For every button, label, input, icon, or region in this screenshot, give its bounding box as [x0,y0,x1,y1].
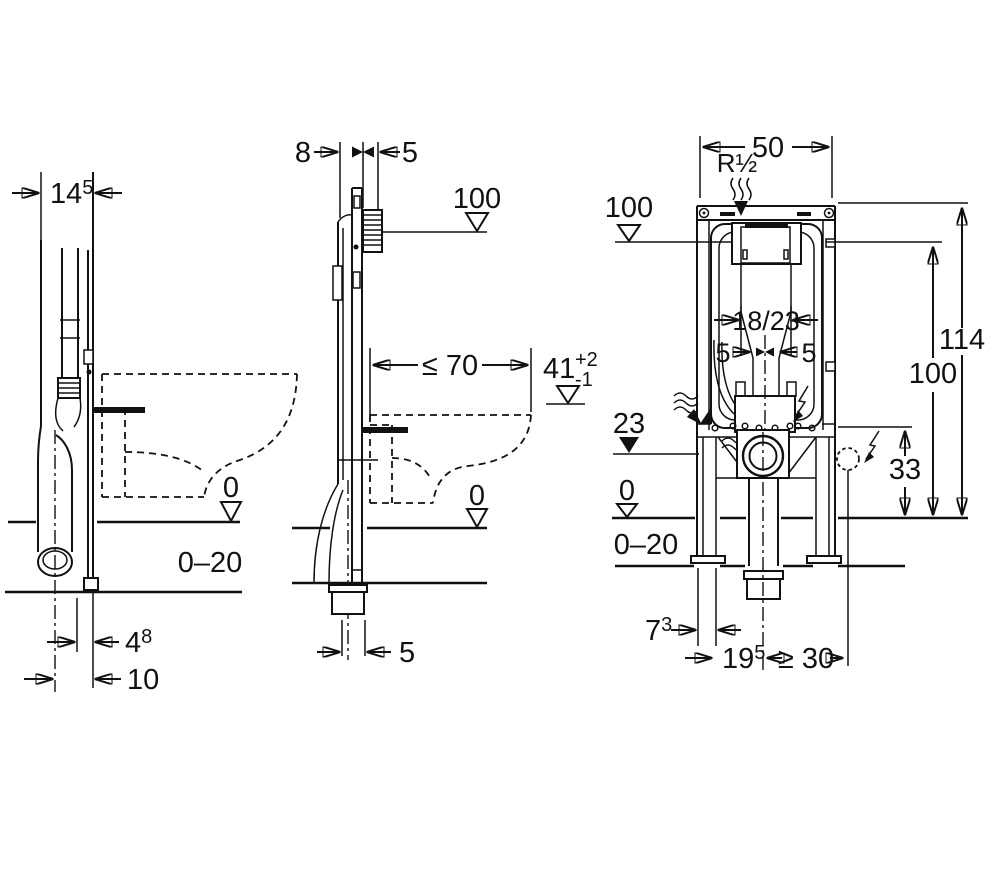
middle-side-view: 8 5 100 ≤ 70 [292,137,598,669]
dim-bottom: 73 195 ≥ 30 [645,568,843,675]
drain-pipe [743,432,784,670]
frame-and-pipes [37,172,145,692]
level-triangle-icon [219,501,243,524]
level-triangle-icon [465,508,489,530]
base-assembly [697,422,835,479]
actuation-level-marker: 100 [605,192,731,243]
dim-offset-label: 10 [127,664,159,696]
dim-five-left-label: 5 [715,338,730,368]
frame-legs [690,437,842,564]
dim-rail-depth: 8 5 [295,137,418,218]
floor-lines [5,520,242,594]
right-front-view: 50 R½ [605,132,985,675]
water-connection: R½ [717,148,757,216]
power-connection-icon [793,385,809,422]
water-connection-label: R½ [717,148,757,178]
floor-range-label: 0–20 [178,547,243,579]
toilet-bowl-outline [101,373,298,498]
level-100-label: 100 [453,183,501,215]
floor-lines [292,526,487,585]
dim-frame-height-label: 100 [909,358,957,390]
level-triangle-icon [614,503,640,519]
level-triangle-icon [464,212,490,233]
level-23-label: 23 [613,408,645,440]
dim-heights: 114 100 33 [826,202,985,515]
power-outlet-zone [836,430,880,666]
fixing-rod [93,407,145,413]
seat-height-label: 41+2-1 [543,349,598,391]
dim-sleeve-label: 5 [399,637,415,669]
level-triangle-icon [555,385,581,405]
dim-flush-pipe-label: 18/23 [732,306,800,336]
flush-plate-block [362,209,383,253]
dim-drain-offset-label: 195 [722,642,765,675]
cistern [700,222,836,429]
floor-level-marker: 0 [465,480,489,530]
level-zero-label: 0 [223,472,239,504]
dim-depth-label: 145 [50,177,93,210]
dim-offset: 10 [24,664,159,696]
water-flow-icon [673,392,702,425]
dim-bowl-depth: ≤ 70 [369,348,532,420]
dim-width-label: 50 [752,132,784,164]
dim-leg-label: 73 [645,614,672,647]
level-triangle-icon [616,224,642,243]
dim-flush-pipe: 18/23 [714,306,818,356]
dim-plate-gap-label: 5 [402,137,418,169]
dim-power-dist-label: ≥ 30 [778,643,834,675]
dim-total-height-label: 114 [939,324,985,356]
water-flow-icon [730,177,752,216]
flush-pipe [734,264,797,433]
dim-width: 50 [699,132,833,198]
dim-outlet-height-label: 33 [889,454,921,486]
dim-sleeve: 5 [317,620,415,669]
pipe-sleeve [328,584,368,615]
dim-five-five: 5 5 [715,338,816,368]
floor-level-marker: 0 [614,475,640,519]
dim-five-right-label: 5 [801,338,816,368]
fixing-rod [362,427,408,433]
left-side-section-view: 145 [5,172,298,696]
dim-depth: 145 [12,172,122,250]
level-triangle-icon [619,437,639,453]
floor-lines [612,516,968,568]
dim-gap-label: 48 [125,626,152,659]
level-zero-label: 0 [469,480,485,512]
floor-range-label: 0–20 [614,529,679,561]
level-100-label: 100 [605,192,653,224]
dim-bowl-depth-label: ≤ 70 [422,350,478,382]
power-connection-icon [864,430,880,463]
seat-height-marker: 41+2-1 [543,349,598,405]
floor-level-marker: 0 [219,472,243,524]
level-zero-label: 0 [619,475,635,507]
dim-rail-label: 8 [295,137,311,169]
actuation-level-marker: 100 [382,183,501,233]
dim-gap: 48 [47,590,152,688]
outlet-level-marker: 23 [613,408,699,455]
